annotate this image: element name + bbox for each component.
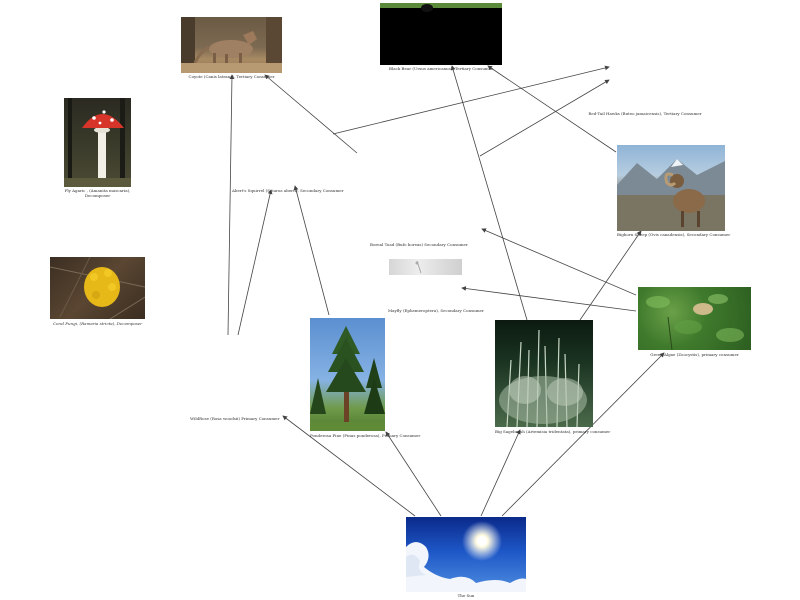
arrow-sagebrush-to-bighorn (579, 230, 642, 321)
bighorn-sheep-label: Bighorn Sheep (Ovis canadensis), Seconda… (617, 232, 731, 237)
arrow-algae-to-mayfly (461, 286, 637, 312)
green-algae-label: Green Algae (Zoocystis), primary consume… (650, 352, 739, 357)
boreal-toad-image (389, 259, 462, 275)
arrow-sun-to-sagebrush (480, 429, 521, 517)
red-tail-hawk-label: Red-Tail Hawks (Buteo jamaicensis), Tert… (588, 111, 702, 116)
arrow-sun-to-algae (501, 352, 665, 517)
black-bear-label: Black Bear (Ursus americanus), Tertiary … (389, 66, 493, 71)
coyote-label: Coyote (Canis latrans), Tertiary Consume… (188, 74, 275, 79)
arrow-wildrose-to-squirrel (237, 189, 273, 336)
arrow-algae-to-toad (481, 228, 637, 296)
coyote-image (181, 17, 282, 73)
ponderosa-pine-label: Ponderosa Pine (Pinus ponderosa), Primar… (310, 433, 421, 438)
arrow-squirrel-to-coyote (264, 74, 358, 154)
big-sagebrush-image (495, 320, 593, 427)
arrow-wildrose-to-coyote (227, 74, 235, 336)
fly-agaric-image (64, 98, 131, 187)
arrow-toad-to-hawk (479, 79, 610, 157)
arrow-sagebrush-to-bear (450, 65, 528, 321)
black-bear-image (380, 3, 502, 65)
fly-agaric-label: Fly Agaric , (Amanita muscaria), Decompo… (64, 188, 131, 198)
coral-fungi-image (50, 257, 145, 319)
bighorn-sheep-image (617, 145, 725, 231)
sun-label: The Sun (457, 593, 475, 598)
sun-image (406, 517, 526, 592)
wildrose-label: WildRose (Rosa woodsii) Primary Consumer (190, 416, 280, 421)
arrow-pine-to-squirrel (293, 185, 330, 316)
ponderosa-pine-image (310, 318, 385, 431)
boreal-toad-label: Boreal Toad (Bufo boreas) Secondary Cons… (370, 242, 468, 247)
aberts-squirrel-label: Abert's Squirrel (Sciurus aberti), Secon… (232, 188, 344, 193)
big-sagebrush-label: Big Sagebrush (Artemisia tridentata), pr… (495, 429, 611, 434)
arrow-sun-to-wildrose (282, 415, 416, 517)
arrow-bighorn-to-bear (487, 65, 617, 153)
mayfly-label: Mayfly (Ephemeroptera), Secondary Consum… (388, 308, 484, 313)
arrow-squirrel-to-hawk (332, 65, 610, 135)
arrow-sun-to-pine (385, 431, 442, 517)
green-algae-image (638, 287, 751, 350)
coral-fungi-label: Coral Fungi, (Ramaria stricta), Decompos… (52, 321, 143, 326)
